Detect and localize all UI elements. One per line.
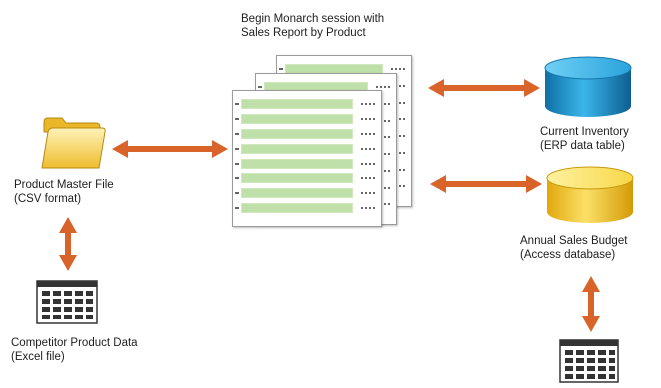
report-row-marker: [258, 86, 262, 88]
session-title-line1: Begin Monarch session with: [241, 13, 385, 25]
report-row-marker: [235, 207, 239, 210]
budget-line2: (Access database): [520, 249, 616, 261]
report-row-marker: [235, 103, 239, 105]
double-arrow-icon: [59, 217, 77, 271]
report-row-value: [391, 151, 407, 154]
report-row-value: [376, 136, 392, 139]
report-row-value: [391, 84, 407, 87]
report-row-marker: [235, 192, 239, 195]
report-row-value: [391, 185, 407, 188]
competitor-label: Competitor Product Data (Excel file): [11, 336, 138, 364]
report-row-value: [391, 68, 407, 70]
report-row-value: [361, 132, 377, 135]
report-row-value: [361, 192, 377, 195]
report-row-value: [391, 101, 407, 104]
report-row-value: [376, 86, 392, 88]
report-row-value: [361, 147, 377, 150]
report-row: [241, 128, 353, 139]
report-row-marker: [279, 68, 283, 70]
double-arrow-icon: [112, 140, 228, 158]
product-master-line1: Product Master File: [14, 179, 114, 191]
report-row-marker: [235, 117, 239, 120]
report-row: [241, 188, 353, 199]
competitor-line2: (Excel file): [11, 351, 65, 363]
report-row: [241, 99, 353, 109]
report-row-marker: [235, 132, 239, 135]
spreadsheet-icon: [559, 339, 619, 383]
inventory-label: Current Inventory (ERP data table): [540, 125, 629, 153]
report-row-value: [361, 207, 377, 210]
database-icon: [544, 56, 632, 117]
report-row-value: [376, 203, 392, 206]
double-arrow-icon: [428, 79, 540, 97]
report-row: [241, 158, 353, 169]
report-row-value: [391, 135, 407, 137]
report-row-marker: [235, 162, 239, 165]
report-row-value: [391, 118, 407, 121]
report-row: [241, 143, 353, 154]
report-row: [241, 113, 353, 124]
report-row-value: [376, 153, 392, 155]
report-row-marker: [235, 177, 239, 180]
inventory-line1: Current Inventory: [540, 126, 629, 138]
report-row-value: [361, 117, 377, 120]
report-row-value: [361, 162, 377, 165]
double-arrow-icon: [430, 175, 542, 193]
budget-line1: Annual Sales Budget: [520, 235, 628, 247]
budget-label: Annual Sales Budget (Access database): [520, 234, 627, 262]
report-row-value: [376, 169, 392, 172]
spreadsheet-icon: [36, 280, 98, 324]
folder-icon: [41, 117, 106, 169]
report-row: [241, 203, 353, 214]
session-label: Begin Monarch session with Sales Report …: [241, 12, 384, 40]
report-icon: [232, 90, 382, 227]
report-row-value: [376, 102, 392, 105]
product-master-line2: (CSV format): [14, 193, 82, 205]
inventory-line2: (ERP data table): [540, 140, 625, 152]
report-row-marker: [235, 147, 239, 150]
report-row-value: [391, 168, 407, 171]
database-icon: [546, 166, 634, 223]
report-row: [241, 173, 353, 184]
double-arrow-icon: [582, 276, 600, 332]
report-row-value: [376, 119, 392, 122]
report-row-value: [361, 177, 377, 180]
session-title-line2: Sales Report by Product: [241, 27, 366, 39]
report-row-value: [376, 186, 392, 189]
product-master-label: Product Master File (CSV format): [14, 178, 114, 206]
report-row-value: [361, 103, 377, 105]
competitor-line1: Competitor Product Data: [11, 337, 138, 349]
